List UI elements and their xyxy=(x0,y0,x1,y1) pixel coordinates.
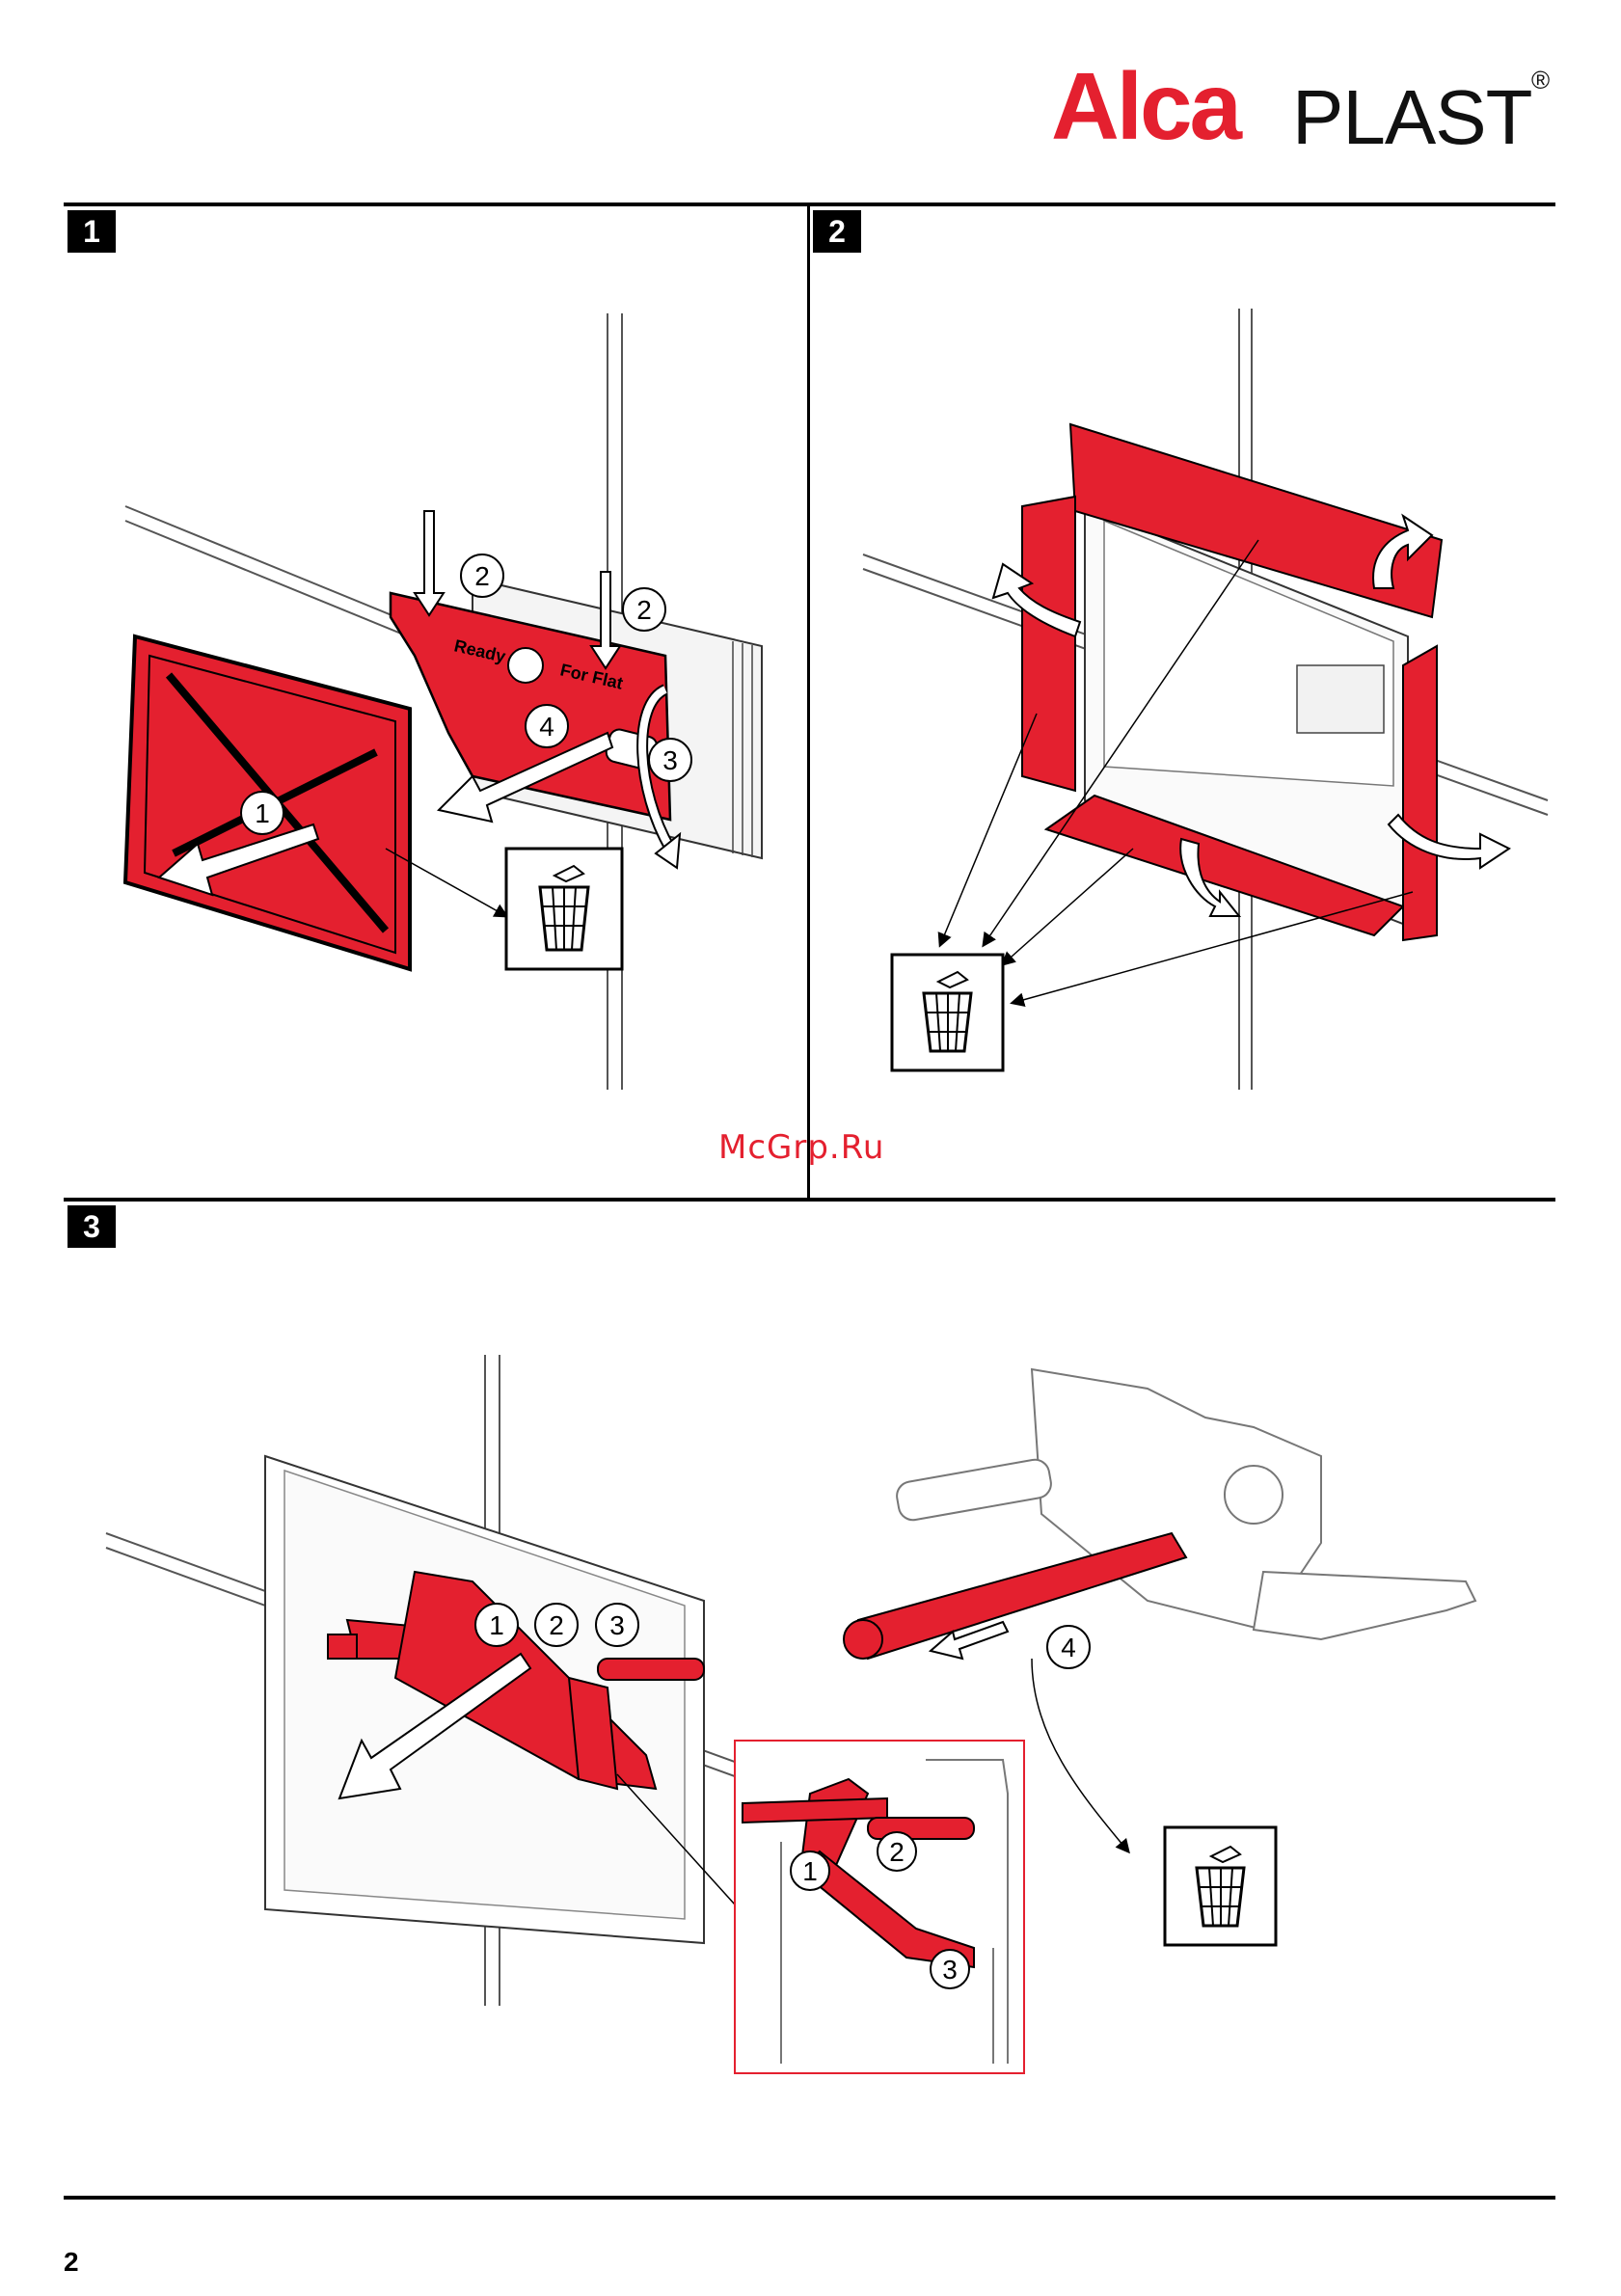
trash-bin-icon xyxy=(892,955,1003,1070)
detail-callout-3: 3 xyxy=(942,1955,958,1985)
callout-1: 1 xyxy=(489,1610,504,1640)
callout-2: 2 xyxy=(549,1610,564,1640)
callout-2a: 2 xyxy=(474,561,490,591)
step-2-illustration xyxy=(815,251,1557,1119)
step-3-callouts: 1 2 3 xyxy=(475,1604,638,1646)
logo-alca: Alca xyxy=(1051,58,1239,154)
logo-plast: PLAST xyxy=(1292,69,1531,166)
step-1-illustration: Ready For Flat 1 2 2 3 xyxy=(68,251,800,1119)
callout-2b: 2 xyxy=(636,595,652,625)
step-1-number: 1 xyxy=(68,210,116,253)
callout-3: 3 xyxy=(662,745,678,775)
step-3-illustration: 1 2 3 4 xyxy=(68,1254,1553,2102)
callout-1: 1 xyxy=(255,798,270,828)
page-number: 2 xyxy=(64,2247,79,2278)
brand-logo: Alca PLAST ® xyxy=(1051,58,1572,154)
trash-bin-icon xyxy=(506,849,622,969)
detail-callout-1: 1 xyxy=(802,1856,818,1886)
callout-3: 3 xyxy=(609,1610,625,1640)
watermark: McGrp.Ru xyxy=(718,1128,884,1167)
logo-registered-mark: ® xyxy=(1531,66,1550,95)
step-3-number: 3 xyxy=(68,1205,116,1248)
panel-divider xyxy=(807,204,810,1200)
callout-4: 4 xyxy=(1061,1633,1076,1662)
callout-4: 4 xyxy=(539,712,554,742)
trash-bin-icon xyxy=(1165,1827,1276,1945)
detail-inset xyxy=(735,1741,1024,2073)
detail-callout-2: 2 xyxy=(889,1837,905,1867)
red-rod xyxy=(844,1533,1186,1659)
bottom-rule xyxy=(64,2196,1555,2200)
step-2-number: 2 xyxy=(813,210,861,253)
